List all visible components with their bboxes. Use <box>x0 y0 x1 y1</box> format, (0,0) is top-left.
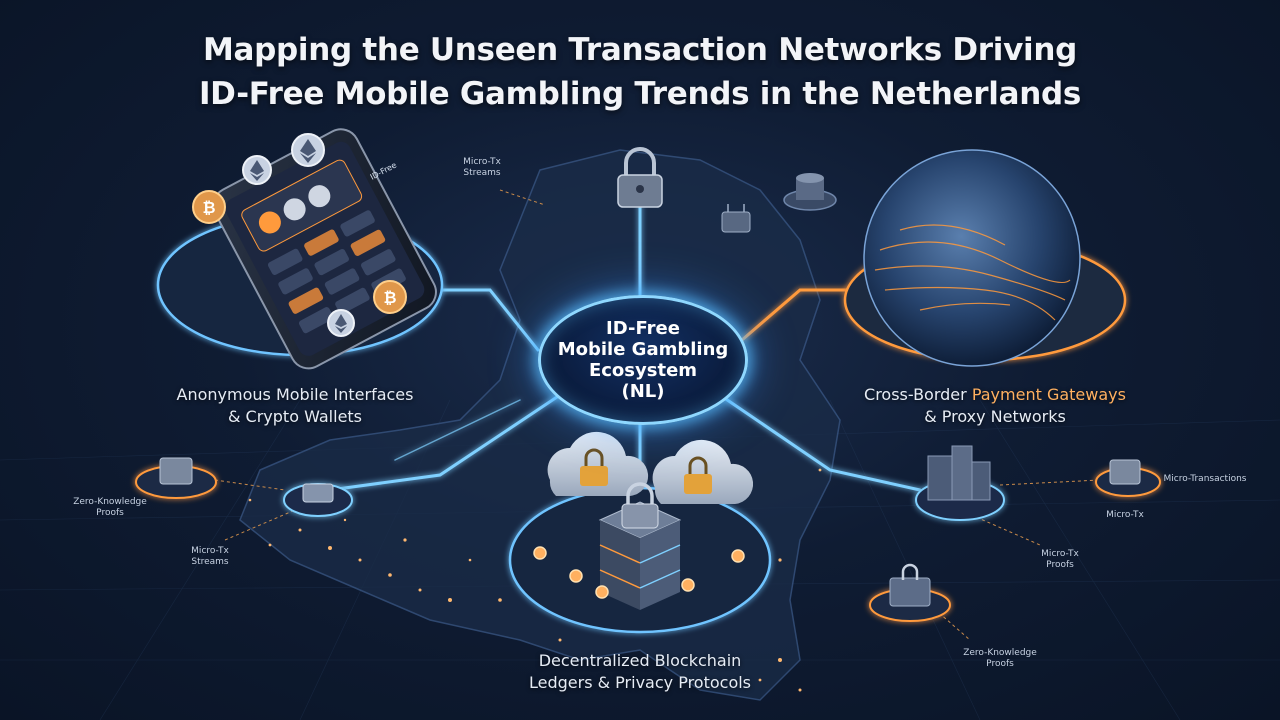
micro-tx-proofs-line-1: Micro-Tx <box>1041 549 1079 559</box>
ethereum-coin-icon-top <box>291 133 325 167</box>
micro-tx-label-top: Micro-Tx Streams <box>452 157 512 179</box>
hub-line-3: Ecosystem <box>588 360 698 381</box>
connection-lines <box>328 183 922 492</box>
zk-br-line-1: Zero-Knowledge <box>963 648 1037 658</box>
bitcoin-coin-icon-left: ₿ <box>192 190 226 224</box>
zk-br-line-2: Proofs <box>986 659 1014 669</box>
hub-line-2: Mobile Gambling <box>557 339 729 360</box>
micro-tx-label-right: Micro-Tx <box>1106 510 1144 520</box>
bitcoin-coin-icon-right: ₿ <box>373 280 407 314</box>
zk-proofs-label-left: Zero-Knowledge Proofs <box>70 497 150 519</box>
mobile-label-line-1: Anonymous Mobile Interfaces <box>176 385 414 404</box>
payment-label-highlight: Payment Gateways <box>971 385 1126 404</box>
blockchain-label-line-1: Decentralized Blockchain <box>538 651 742 670</box>
chip-node-far-left <box>135 457 217 499</box>
mobile-node-label: Anonymous Mobile Interfaces & Crypto Wal… <box>150 384 440 428</box>
blockchain-node-label: Decentralized Blockchain Ledgers & Priva… <box>495 650 785 694</box>
micro-tx-left-line-1: Micro-Tx <box>191 546 229 556</box>
phone-app-title: ID-Free <box>369 160 398 181</box>
cloud-lock-icon-right <box>652 439 754 504</box>
chip-node-left <box>283 483 353 517</box>
svg-text:₿: ₿ <box>383 288 396 307</box>
central-hub: ID-Free Mobile Gambling Ecosystem (NL) <box>538 295 748 425</box>
blockchain-label-line-2: Ledgers & Privacy Protocols <box>528 673 752 692</box>
micro-transactions-label: Micro-Transactions <box>1163 474 1247 484</box>
page-title-line-1: Mapping the Unseen Transaction Networks … <box>202 32 1078 68</box>
page-title-line-2: ID-Free Mobile Gambling Trends in the Ne… <box>198 76 1082 112</box>
globe-icon <box>863 149 1081 367</box>
svg-text:₿: ₿ <box>202 198 215 217</box>
zk-left-line-1: Zero-Knowledge <box>73 497 147 507</box>
micro-tx-proofs-line-2: Proofs <box>1046 560 1074 570</box>
ethereum-coin-icon-right <box>327 309 355 337</box>
payment-label-part-1: Cross-Border <box>864 385 972 404</box>
hub-line-1: ID-Free <box>606 318 680 339</box>
micro-tx-top-line-1: Micro-Tx <box>463 157 501 167</box>
zk-proofs-label-bottom-right: Zero-Knowledge Proofs <box>960 648 1040 670</box>
chip-node-far-right <box>1095 459 1161 497</box>
glowing-nodes <box>533 546 745 599</box>
hub-line-4: (NL) <box>621 381 665 402</box>
mobile-label-line-2: & Crypto Wallets <box>227 407 363 426</box>
micro-tx-proofs-label: Micro-Tx Proofs <box>1030 549 1090 571</box>
padlock-icon-top <box>617 147 663 208</box>
cloud-lock-icon-left <box>547 431 649 496</box>
ethereum-coin-icon-mid <box>242 155 272 185</box>
payment-node-label: Cross-Border Payment Gateways & Proxy Ne… <box>840 384 1150 428</box>
zk-left-line-2: Proofs <box>96 508 124 518</box>
padlock-icon-server <box>621 482 659 529</box>
micro-tx-left-line-2: Streams <box>191 557 229 567</box>
lockbox-node-bottom-right <box>869 563 951 622</box>
micro-tx-label-left: Micro-Tx Streams <box>180 546 240 568</box>
router-icon-top <box>721 204 751 233</box>
datacenter-node-right <box>915 445 1005 521</box>
city-lights <box>248 468 822 692</box>
payment-label-line-2: & Proxy Networks <box>924 407 1066 426</box>
database-icon-top <box>783 173 837 211</box>
page-title: Mapping the Unseen Transaction Networks … <box>0 28 1280 116</box>
payment-label-line-1: Cross-Border Payment Gateways <box>840 384 1150 406</box>
micro-tx-top-line-2: Streams <box>463 168 501 178</box>
globe-data-streams <box>874 224 1071 321</box>
